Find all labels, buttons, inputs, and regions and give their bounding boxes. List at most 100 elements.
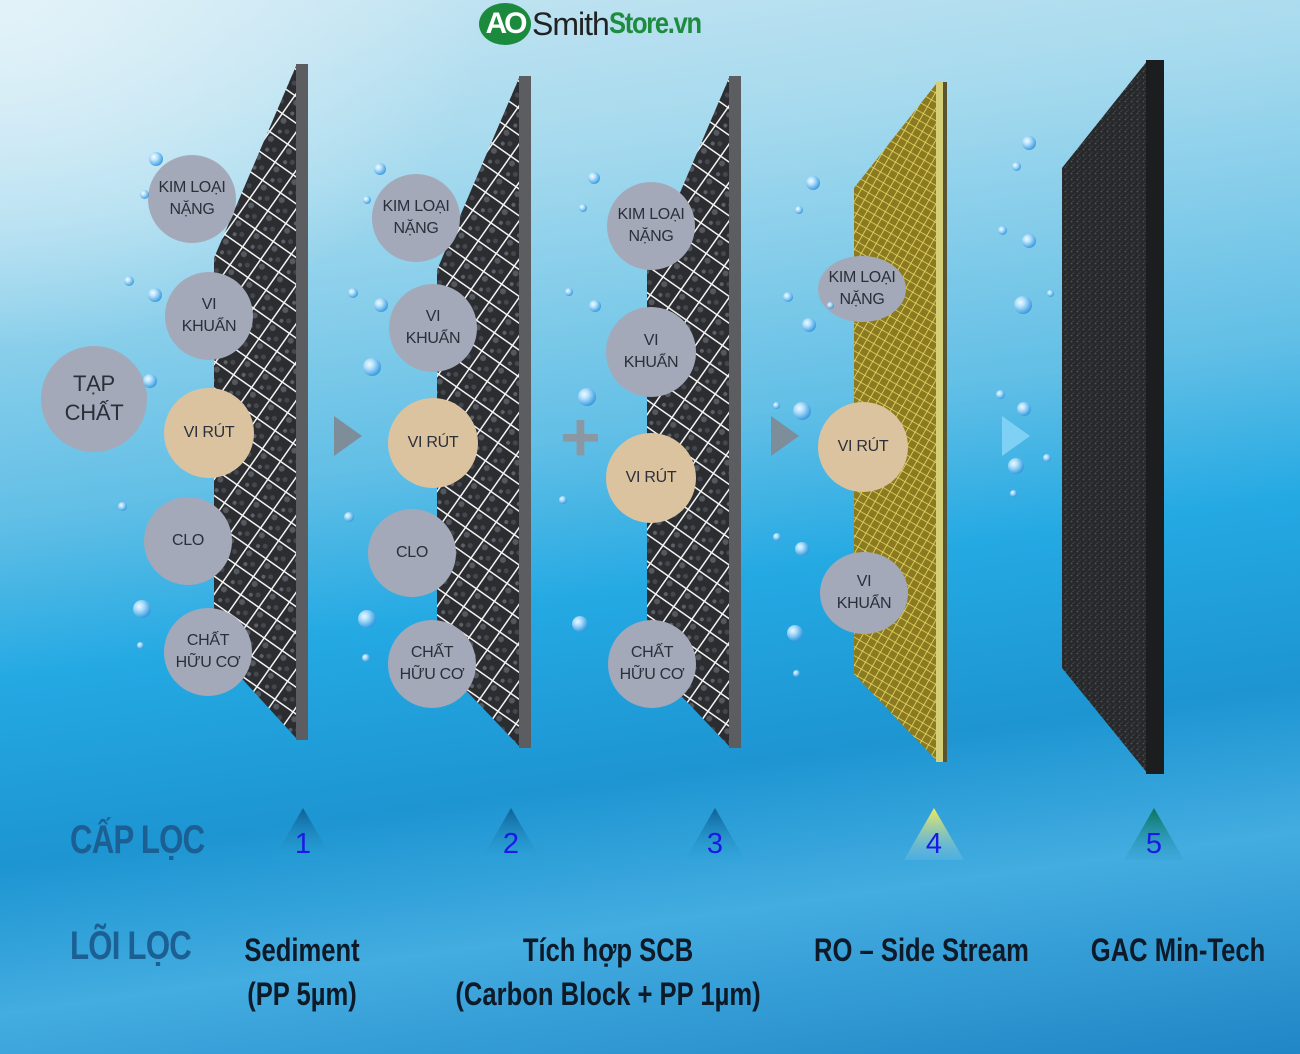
water-drop-icon xyxy=(998,226,1007,235)
stage-row-label: CẤP LỌC xyxy=(70,818,205,862)
water-drop-icon xyxy=(1017,402,1031,416)
bubble-label: VI KHUẨN xyxy=(181,296,237,335)
water-drop-icon xyxy=(140,190,149,199)
water-drop-icon xyxy=(133,600,151,618)
flow-arrow-4-5 xyxy=(1002,416,1030,456)
stage-number: 1 xyxy=(294,828,312,860)
water-drop-icon xyxy=(793,402,811,420)
water-drop-icon xyxy=(773,402,780,409)
stage-marker-4: 4 xyxy=(904,808,964,864)
stage-number: 5 xyxy=(1145,828,1163,860)
stage-3-bubble-heavy-metals: KIM LOẠI NẶNG xyxy=(607,182,695,270)
bubble-label: CLO xyxy=(396,544,428,562)
water-drop-icon xyxy=(588,172,600,184)
bubble-label: VI KHUẨN xyxy=(405,308,461,347)
filter-panel-2 xyxy=(433,74,537,750)
intro-bubble-tap-chat: TẠP CHẤT xyxy=(41,346,147,452)
core-label-4: RO – Side Stream xyxy=(788,928,1048,972)
water-drop-icon xyxy=(137,642,144,649)
bubble-label: VI RÚT xyxy=(625,469,677,487)
brand-logo: AO Smith Store.vn xyxy=(479,3,717,45)
water-drop-icon xyxy=(1022,234,1036,248)
core-label-1: Sediment (PP 5µm) xyxy=(202,928,402,1016)
bubble-label: VI RÚT xyxy=(837,438,889,456)
bubble-label: KIM LOẠI NẶNG xyxy=(828,269,896,308)
stage-2-bubble-virus: VI RÚT xyxy=(388,398,478,488)
water-drop-icon xyxy=(362,654,370,662)
water-drop-icon xyxy=(118,502,127,511)
stage-marker-5: 5 xyxy=(1124,808,1184,864)
core-label-5: GAC Min-Tech xyxy=(1068,928,1288,972)
flow-arrow-3-4 xyxy=(771,416,799,456)
water-drop-icon xyxy=(589,300,601,312)
plus-icon: + xyxy=(560,398,601,476)
stage-marker-2: 2 xyxy=(481,808,541,864)
water-drop-icon xyxy=(344,512,354,522)
logo-store-text: Store.vn xyxy=(608,7,702,40)
stage-3-bubble-virus: VI RÚT xyxy=(606,433,696,523)
bubble-label: CLO xyxy=(172,532,204,550)
bubble-label: VI KHUẨN xyxy=(836,573,892,612)
stage-1-bubble-heavy-metals: KIM LOẠI NẶNG xyxy=(148,155,236,243)
core-name: RO – Side Stream xyxy=(814,932,1029,968)
core-name: Tích hợp SCB xyxy=(522,932,694,968)
stage-number: 4 xyxy=(925,828,943,860)
water-drop-icon xyxy=(795,206,803,214)
flow-arrow-1-2 xyxy=(334,416,362,456)
water-drop-icon xyxy=(787,625,803,641)
core-name: Sediment xyxy=(244,932,360,968)
water-drop-icon xyxy=(1047,290,1054,297)
water-drop-icon xyxy=(1014,296,1032,314)
stage-marker-3: 3 xyxy=(685,808,745,864)
bubble-label: VI RÚT xyxy=(407,434,459,452)
water-drop-icon xyxy=(348,288,358,298)
bubble-label: VI RÚT xyxy=(183,424,235,442)
bubble-label: TẠP CHẤT xyxy=(64,371,124,425)
water-drop-icon xyxy=(827,302,834,309)
water-drop-icon xyxy=(795,542,809,556)
water-drop-icon xyxy=(149,152,163,166)
bubble-label: CHẤT HỮU CƠ xyxy=(619,644,685,683)
bubble-label: CHẤT HỮU CƠ xyxy=(175,632,241,671)
core-detail: (Carbon Block + PP 1µm) xyxy=(455,976,761,1012)
stage-2-bubble-bacteria: VI KHUẨN xyxy=(389,284,477,372)
stage-1-bubble-bacteria: VI KHUẨN xyxy=(165,272,253,360)
water-drop-icon xyxy=(358,610,376,628)
stage-3-bubble-bacteria: VI KHUẨN xyxy=(606,307,696,397)
logo-badge: AO xyxy=(479,3,531,45)
stage-number: 3 xyxy=(706,828,724,860)
stage-4-bubble-bacteria: VI KHUẨN xyxy=(820,552,908,634)
water-drop-icon xyxy=(124,276,134,286)
filter-panel-1 xyxy=(210,62,314,742)
stage-1-bubble-virus: VI RÚT xyxy=(164,388,254,478)
filter-panel-5-gac xyxy=(1058,58,1168,778)
logo-smith-text: Smith xyxy=(532,5,610,42)
bubble-label: KIM LOẠI NẶNG xyxy=(382,198,450,237)
water-drop-icon xyxy=(783,292,793,302)
water-drop-icon xyxy=(559,496,567,504)
stage-1-bubble-organic: CHẤT HỮU CƠ xyxy=(164,608,252,696)
bubble-label: CHẤT HỮU CƠ xyxy=(399,644,465,683)
water-drop-icon xyxy=(143,374,157,388)
bubble-label: VI KHUẨN xyxy=(623,332,679,371)
water-drop-icon xyxy=(802,318,816,332)
water-drop-icon xyxy=(1043,454,1051,462)
core-detail: (PP 5µm) xyxy=(247,976,357,1012)
water-drop-icon xyxy=(374,163,386,175)
water-drop-icon xyxy=(1010,490,1017,497)
water-drop-icon xyxy=(374,298,388,312)
water-drop-icon xyxy=(148,288,162,302)
stage-2-bubble-organic: CHẤT HỮU CƠ xyxy=(388,620,476,708)
water-drop-icon xyxy=(572,616,588,632)
water-drop-icon xyxy=(578,388,596,406)
stage-marker-1: 1 xyxy=(273,808,333,864)
core-row-label: LÕI LỌC xyxy=(70,924,192,968)
water-drop-icon xyxy=(363,358,381,376)
water-drop-icon xyxy=(996,390,1005,399)
water-drop-icon xyxy=(363,196,371,204)
core-label-2-3: Tích hợp SCB (Carbon Block + PP 1µm) xyxy=(408,928,808,1016)
water-drop-icon xyxy=(579,204,587,212)
stage-4-bubble-heavy-metals: KIM LOẠI NẶNG xyxy=(818,256,906,322)
water-drop-icon xyxy=(1022,136,1036,150)
stage-2-bubble-chlorine: CLO xyxy=(368,509,456,597)
